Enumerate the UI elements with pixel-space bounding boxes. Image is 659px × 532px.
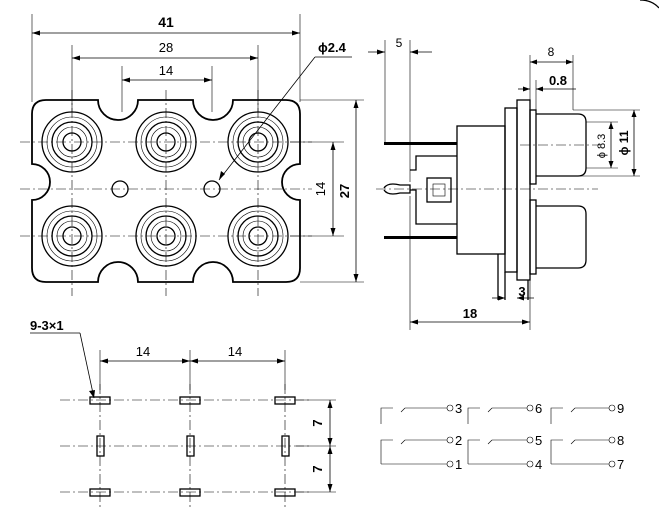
jack-bottom-middle bbox=[135, 205, 197, 267]
dim-14-text: 14 bbox=[159, 63, 173, 78]
front-view: 41 28 14 ϕ2.4 bbox=[20, 14, 364, 296]
pin-9-label: 9 bbox=[617, 401, 624, 416]
dimension-pitch-y-2: 7 bbox=[310, 446, 333, 492]
pad-label: 9-3×1 bbox=[30, 318, 64, 333]
schematic: 3 2 1 6 5 4 bbox=[380, 401, 624, 472]
dimension-pitch-x-2: 14 bbox=[190, 344, 285, 364]
mounting-hole-left bbox=[111, 180, 129, 198]
pad-1 bbox=[89, 396, 111, 405]
dimension-pitch-x-1: 14 bbox=[100, 344, 190, 364]
pad-8 bbox=[179, 488, 201, 497]
pad-5 bbox=[186, 435, 195, 457]
dim-pitch-y1-text: 7 bbox=[310, 419, 325, 426]
dim-hole-text: ϕ2.4 bbox=[318, 40, 347, 55]
dimension-height-pitch: 14 bbox=[313, 142, 336, 236]
jack-top-left bbox=[41, 111, 103, 173]
pin-7-label: 7 bbox=[617, 457, 624, 472]
rca-tip-lower bbox=[536, 205, 587, 269]
side-view: 5 8 0.8 bbox=[368, 36, 640, 330]
dimension-body-diameter: ϕ 11 bbox=[617, 110, 637, 176]
pad-6 bbox=[281, 435, 290, 457]
mounting-hole-right bbox=[203, 180, 221, 198]
jack-bottom-left bbox=[41, 205, 103, 267]
dim-tip-text: ϕ 8.3 bbox=[596, 134, 608, 159]
jack-top-right bbox=[227, 111, 289, 173]
pad-7 bbox=[89, 488, 111, 497]
pin-8-label: 8 bbox=[617, 433, 624, 448]
pin-6-label: 6 bbox=[535, 401, 542, 416]
schematic-jack-1: 3 2 1 bbox=[380, 401, 462, 472]
dim-18-text: 18 bbox=[463, 306, 477, 321]
dimension-pitch-y-1: 7 bbox=[310, 400, 333, 446]
dim-pitch-x2-text: 14 bbox=[228, 344, 242, 359]
dim-body-text: ϕ 11 bbox=[617, 130, 631, 155]
pad-9 bbox=[274, 488, 296, 497]
jack-bottom-right bbox=[227, 205, 289, 267]
dimension-flange: 8 bbox=[530, 45, 573, 65]
rear-housing bbox=[456, 125, 506, 255]
pad-3 bbox=[274, 396, 296, 405]
dimension-depth: 18 bbox=[410, 306, 530, 325]
pcb-layout: 9-3×1 14 14 bbox=[30, 318, 336, 508]
dim-27-text: 27 bbox=[337, 184, 352, 198]
rca-tip-upper bbox=[536, 113, 587, 177]
dim-0.8-text: 0.8 bbox=[549, 73, 567, 88]
dimension-rear: 3 bbox=[492, 284, 534, 301]
pin-1-label: 1 bbox=[455, 457, 462, 472]
housing-outline bbox=[31, 99, 301, 283]
dimension-height-total: 27 bbox=[337, 100, 359, 282]
pin-5-label: 5 bbox=[535, 433, 542, 448]
pin-4-label: 4 bbox=[535, 457, 542, 472]
jack-top-middle bbox=[135, 111, 197, 173]
dim-28-text: 28 bbox=[159, 40, 173, 55]
page-corner-curve bbox=[639, 0, 659, 9]
schematic-jack-2: 6 5 4 bbox=[467, 401, 542, 472]
dimension-width-pitch: 14 bbox=[122, 63, 212, 83]
pad-4 bbox=[96, 435, 105, 457]
pad-2 bbox=[179, 396, 201, 405]
dimension-width-total: 41 bbox=[32, 14, 300, 36]
dimension-pin-offset: 5 bbox=[368, 36, 432, 55]
dimension-tip-diameter: ϕ 8.3 bbox=[596, 122, 614, 168]
solder-pins bbox=[383, 142, 457, 239]
pin-3-label: 3 bbox=[455, 401, 462, 416]
dimension-hole-diameter: ϕ2.4 bbox=[218, 40, 352, 181]
schematic-jack-3: 9 8 7 bbox=[550, 401, 624, 472]
dim-41-text: 41 bbox=[158, 14, 174, 30]
dim-5-text: 5 bbox=[396, 36, 403, 50]
dim-8-text: 8 bbox=[548, 45, 555, 59]
dim-pitch-y2-text: 7 bbox=[310, 465, 325, 472]
dimension-width-inner: 28 bbox=[72, 40, 258, 61]
dim-3-text: 3 bbox=[518, 284, 525, 299]
pin-2-label: 2 bbox=[455, 433, 462, 448]
dimension-gap: 0.8 bbox=[518, 73, 576, 92]
dim-14v-text: 14 bbox=[313, 182, 328, 196]
dim-pitch-x1-text: 14 bbox=[136, 344, 150, 359]
front-flange bbox=[516, 99, 531, 281]
